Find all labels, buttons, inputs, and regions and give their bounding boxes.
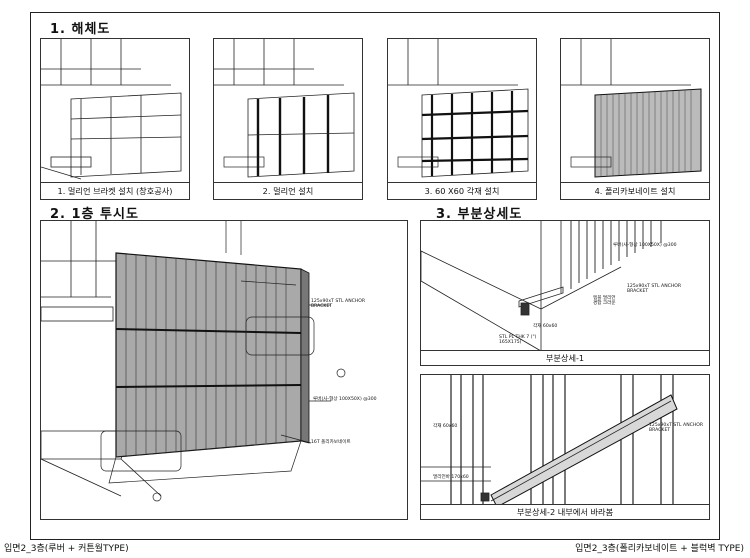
- step-1-drawing: [41, 39, 182, 180]
- step-panel-1: 1. 멀리언 브라켓 설치 (창호공사): [40, 38, 190, 200]
- perspective-louver-label: 루버(사-형상 100X50X) @300: [313, 397, 377, 402]
- step-panel-2: 2. 멀리언 설치: [213, 38, 363, 200]
- step-caption-1: 1. 멀리언 브라켓 설치 (창호공사): [41, 182, 189, 199]
- drawing-frame: [30, 12, 720, 540]
- step-caption-4: 4. 폴리카보네이트 설치: [561, 182, 709, 199]
- detail-1-anchor-label: 125x90xT STL ANCHOR BRACKET: [627, 284, 682, 295]
- detail-2-anchor-label: 125x90xT STL ANCHOR BRACKET: [649, 423, 704, 434]
- perspective-drawing: [41, 221, 346, 502]
- footer-left-label: 입면2_3층(루버 + 커튼월TYPE): [4, 544, 129, 554]
- detail-2-square-label: 각재 60x60: [433, 424, 458, 429]
- detail-1-plate-label: STL PL THK 7 (") 165X175): [499, 335, 537, 346]
- detail-1-steel-label: 각재 60x60: [533, 324, 558, 329]
- detail-1-mullion-label: 멤블 멀리언 경합 크라운: [593, 296, 616, 307]
- step-caption-2: 2. 멀리언 설치: [214, 182, 362, 199]
- perspective-poly-label: 16T 폴리카보네이트: [311, 440, 351, 445]
- step-3-drawing: [388, 39, 529, 178]
- detail-2-caption: 부분상세-2 내부에서 바라봄: [421, 504, 709, 519]
- partial-detail-2-panel: 각재 60x60 125x90xT STL ANCHOR BRACKET 멀리언…: [420, 374, 710, 520]
- perspective-anchor-label: 125x90xT STL ANCHOR BRACKET: [311, 299, 366, 310]
- step-caption-3: 3. 60 X60 각재 설치: [388, 182, 536, 199]
- detail-1-louver-label: 루버(사-형상 100X50X) @300: [613, 243, 677, 248]
- step-4-drawing: [561, 39, 702, 178]
- detail-2-pipe-label: 멀리언바 170x60: [433, 475, 469, 480]
- step-panel-3: 3. 60 X60 각재 설치: [387, 38, 537, 200]
- detail-2-drawing: [421, 375, 678, 511]
- step-2-drawing: [214, 39, 355, 178]
- step-panel-4: 4. 폴리카보네이트 설치: [560, 38, 710, 200]
- section-title-partial-detail: 3. 부분상세도: [436, 207, 523, 222]
- partial-detail-1-panel: 루버(사-형상 100X50X) @300 125x90xT STL ANCHO…: [420, 220, 710, 366]
- section-title-first-floor: 2. 1층 투시도: [50, 207, 139, 222]
- footer-right-label: 입면2_3층(폴리카보네이트 + 블럭벽 TYPE): [575, 544, 744, 554]
- section-title-disassembly: 1. 해체도: [50, 22, 111, 37]
- detail-1-caption: 부분상세-1: [421, 350, 709, 365]
- first-floor-perspective-panel: 125x90xT STL ANCHOR BRACKET 루버(사-형상 100X…: [40, 220, 408, 520]
